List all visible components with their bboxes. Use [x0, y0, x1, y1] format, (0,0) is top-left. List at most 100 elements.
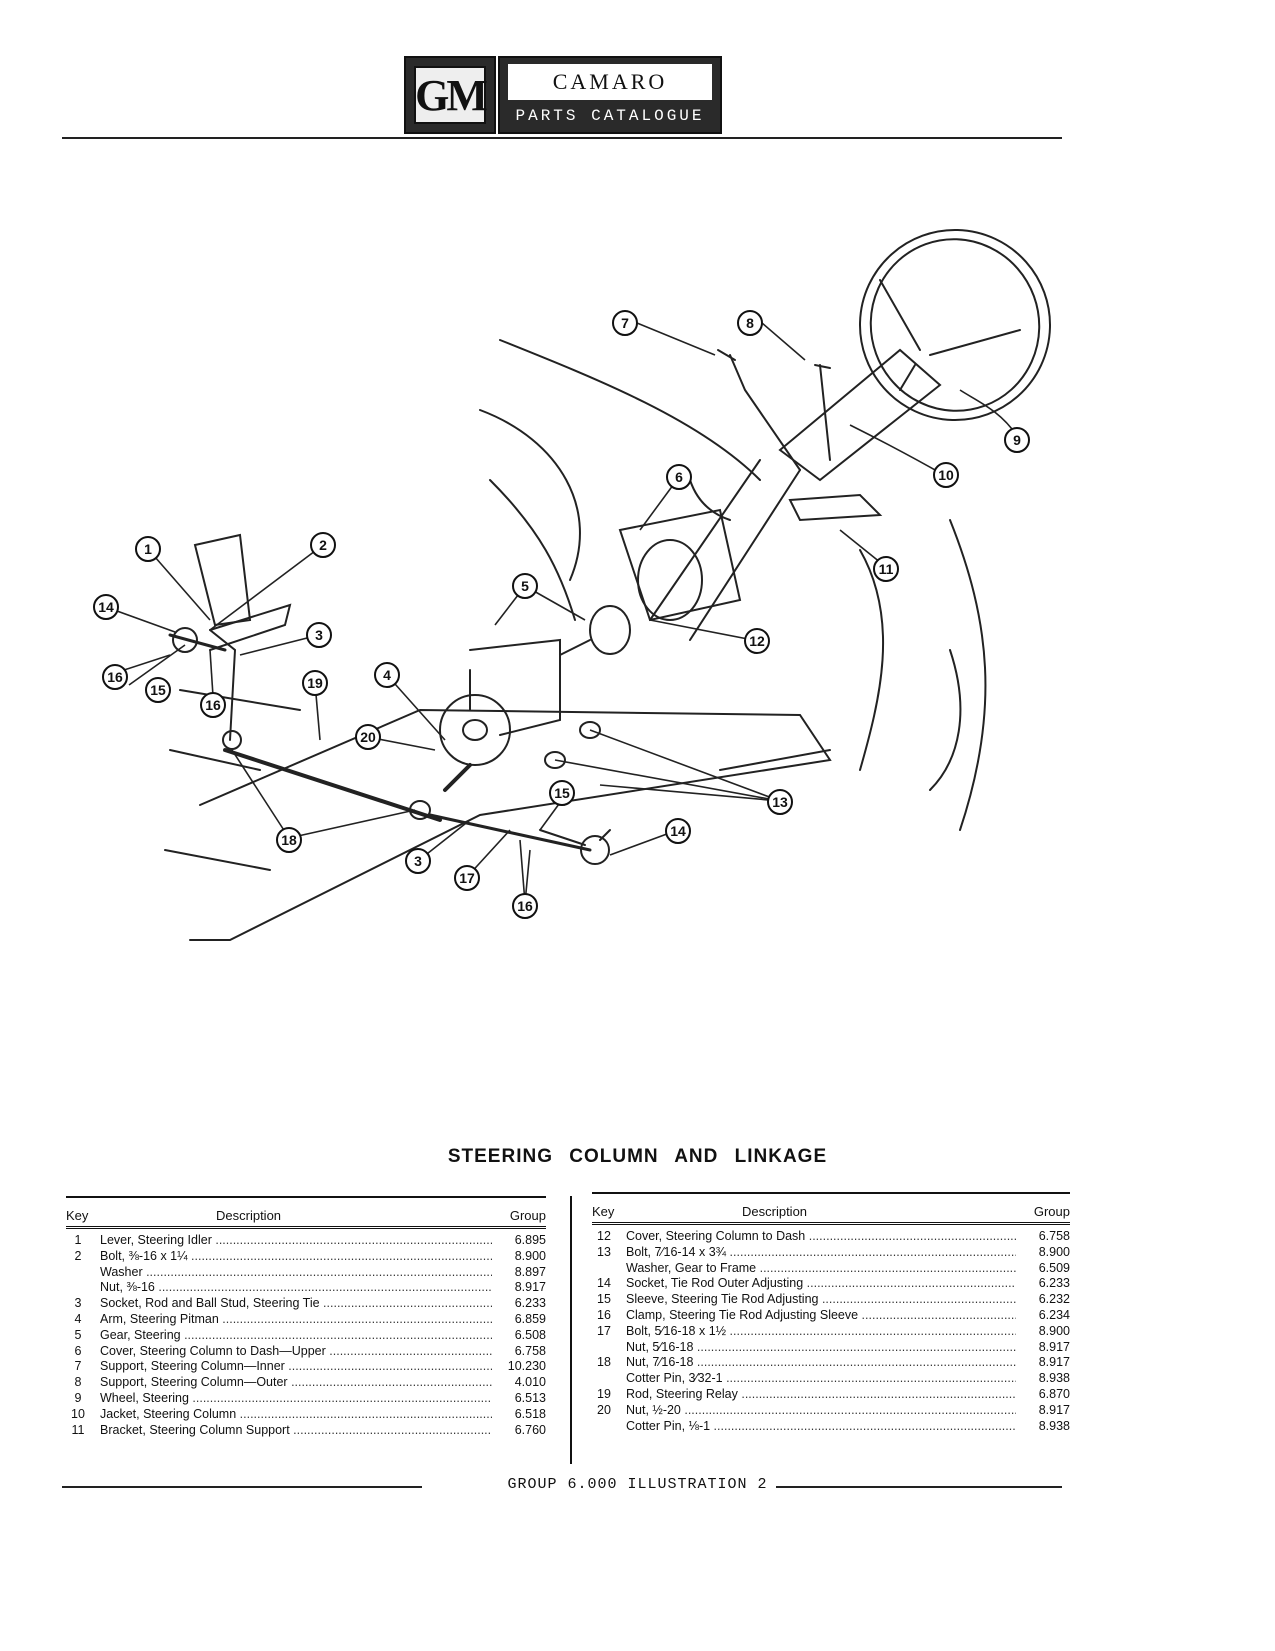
table-row: 4 Arm, Steering Pitman6.859: [66, 1311, 546, 1328]
svg-text:16: 16: [517, 898, 533, 914]
row-key: 18: [597, 1355, 611, 1370]
row-description: Jacket, Steering Column: [100, 1407, 492, 1423]
callout-4: 4: [374, 662, 400, 688]
callout-15-left: 15: [145, 677, 171, 703]
row-description: Washer: [100, 1265, 492, 1281]
row-group: 6.509: [1020, 1260, 1070, 1277]
callout-13: 13: [767, 789, 793, 815]
svg-text:18: 18: [281, 832, 297, 848]
header-group: Group: [1033, 1204, 1070, 1219]
table-header: Key Description Group: [66, 1198, 546, 1229]
row-group: 8.900: [496, 1248, 546, 1265]
row-group: 6.233: [1020, 1276, 1070, 1293]
svg-text:9: 9: [1013, 432, 1021, 448]
footer-caption: GROUP 6.000 ILLUSTRATION 2: [0, 1476, 1275, 1493]
row-description: Support, Steering Column—Outer: [100, 1375, 492, 1391]
row-key: 1: [74, 1233, 82, 1247]
table-header: Key Description Group: [592, 1194, 1070, 1225]
svg-text:15: 15: [554, 785, 570, 801]
catalogue-banner: CAMARO PARTS CATALOGUE: [498, 56, 722, 134]
svg-text:14: 14: [670, 823, 686, 839]
row-group: 6.859: [496, 1311, 546, 1328]
row-description: Clamp, Steering Tie Rod Adjusting Sleeve: [626, 1308, 1016, 1324]
row-group: 8.938: [1020, 1418, 1070, 1435]
callout-6: 6: [666, 464, 692, 490]
row-description: Cover, Steering Column to Dash—Upper: [100, 1344, 492, 1360]
row-key: 19: [597, 1386, 611, 1401]
svg-text:15: 15: [150, 682, 166, 698]
row-description: Nut, ½-20: [626, 1403, 1016, 1419]
row-key: 14: [597, 1276, 611, 1291]
row-group: 6.233: [496, 1296, 546, 1312]
callout-9: 9: [1004, 427, 1030, 453]
row-description: Cotter Pin, ⅛-1: [626, 1419, 1016, 1435]
table-row: 7 Support, Steering Column—Inner10.230: [66, 1359, 546, 1376]
callout-16-left-a: 16: [102, 664, 128, 690]
callout-8: 8: [737, 310, 763, 336]
row-group: 8.917: [1020, 1339, 1070, 1356]
svg-text:16: 16: [205, 697, 221, 713]
svg-text:14: 14: [98, 599, 114, 615]
row-description: Nut, 7⁄16-18: [626, 1355, 1016, 1371]
callout-3-top: 3: [306, 622, 332, 648]
callout-2: 2: [310, 532, 336, 558]
row-key: 2: [74, 1248, 82, 1263]
row-key: 17: [597, 1323, 611, 1338]
header-description: Description: [742, 1204, 808, 1219]
row-description: Arm, Steering Pitman: [100, 1312, 492, 1328]
table-row: 14 Socket, Tie Rod Outer Adjusting6.233: [592, 1276, 1070, 1293]
callout-20: 20: [355, 724, 381, 750]
svg-text:11: 11: [879, 561, 894, 577]
row-description: Socket, Tie Rod Outer Adjusting: [626, 1276, 1016, 1292]
row-key: 20: [597, 1402, 611, 1417]
row-description: Bracket, Steering Column Support: [100, 1423, 492, 1439]
table-row: Nut, 5⁄16-188.917: [592, 1339, 1070, 1356]
row-description: Bolt, 7⁄16-14 x 3¾: [626, 1245, 1016, 1261]
callout-14-right: 14: [665, 818, 691, 844]
diagram-callouts: 1 2 3 3 4 5 6 7 8 9 10 11 12 13 14 14 15…: [93, 310, 1030, 919]
row-group: 8.897: [496, 1264, 546, 1281]
row-description: Cotter Pin, 3⁄32-1: [626, 1371, 1016, 1387]
table-row: Washer8.897: [66, 1264, 546, 1281]
svg-text:13: 13: [772, 794, 788, 810]
row-description: Nut, 5⁄16-18: [626, 1340, 1016, 1356]
row-description: Wheel, Steering: [100, 1391, 492, 1407]
svg-text:10: 10: [938, 467, 954, 483]
callout-19: 19: [302, 670, 328, 696]
row-key: 3: [74, 1296, 82, 1311]
catalogue-title: CAMARO: [508, 64, 712, 100]
svg-text:3: 3: [414, 853, 422, 869]
row-key: 15: [597, 1292, 611, 1307]
row-key: 5: [74, 1327, 82, 1342]
table-row: Cotter Pin, ⅛-18.938: [592, 1418, 1070, 1435]
header-description: Description: [216, 1208, 282, 1223]
row-group: 6.518: [496, 1406, 546, 1423]
row-description: Nut, ⅜-16: [100, 1280, 492, 1296]
row-key: 6: [74, 1343, 82, 1358]
table-divider: [570, 1196, 572, 1464]
diagram-drawing: [164, 229, 1051, 941]
row-key: 7: [74, 1359, 82, 1374]
row-group: 8.900: [1020, 1244, 1070, 1261]
svg-text:7: 7: [621, 315, 629, 331]
callout-7: 7: [612, 310, 638, 336]
row-group: 10.230: [496, 1359, 546, 1376]
row-description: Support, Steering Column—Inner: [100, 1359, 492, 1375]
row-key: 4: [74, 1311, 82, 1326]
row-description: Bolt, 5⁄16-18 x 1½: [626, 1324, 1016, 1340]
svg-text:19: 19: [307, 675, 323, 691]
row-key: 9: [74, 1390, 82, 1405]
table-row: Nut, ⅜-168.917: [66, 1280, 546, 1297]
svg-text:6: 6: [675, 469, 683, 485]
row-description: Cover, Steering Column to Dash: [626, 1229, 1016, 1245]
